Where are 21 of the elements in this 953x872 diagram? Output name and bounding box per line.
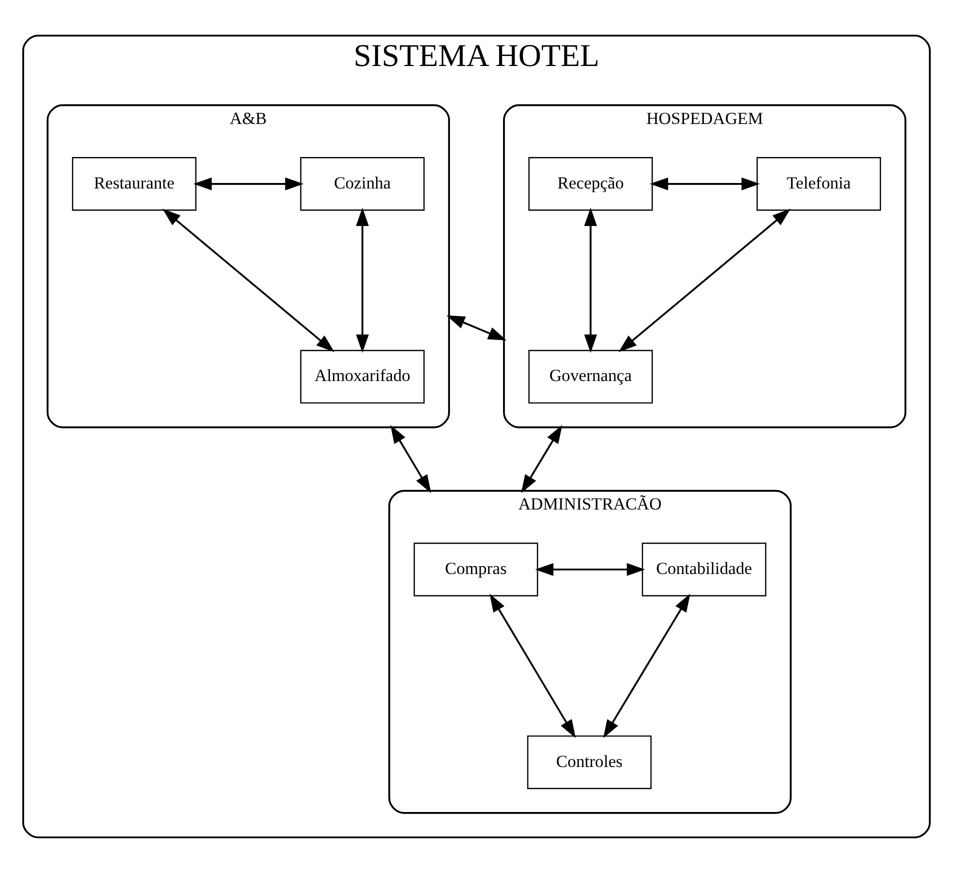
arrow	[650, 177, 760, 190]
arrow	[193, 177, 304, 190]
node-box: Controles	[527, 734, 652, 789]
node-box: Recepção	[528, 156, 653, 210]
arrow	[446, 314, 507, 340]
arrow	[521, 424, 562, 493]
arrow	[603, 593, 690, 738]
arrow	[535, 562, 646, 576]
node-box: Governança	[528, 349, 653, 404]
arrow	[584, 207, 597, 352]
node-box: Telefonia	[756, 156, 882, 210]
node-box: Restaurante	[72, 156, 196, 210]
arrow	[490, 593, 576, 738]
arrow	[356, 207, 369, 352]
node-box: Almoxarifado	[300, 349, 425, 404]
node-box: Cozinha	[300, 156, 425, 210]
node-box: Contabilidade	[642, 542, 766, 596]
arrow	[618, 208, 791, 352]
arrow	[162, 208, 334, 352]
node-box: Compras	[414, 542, 538, 596]
arrow	[390, 424, 432, 493]
